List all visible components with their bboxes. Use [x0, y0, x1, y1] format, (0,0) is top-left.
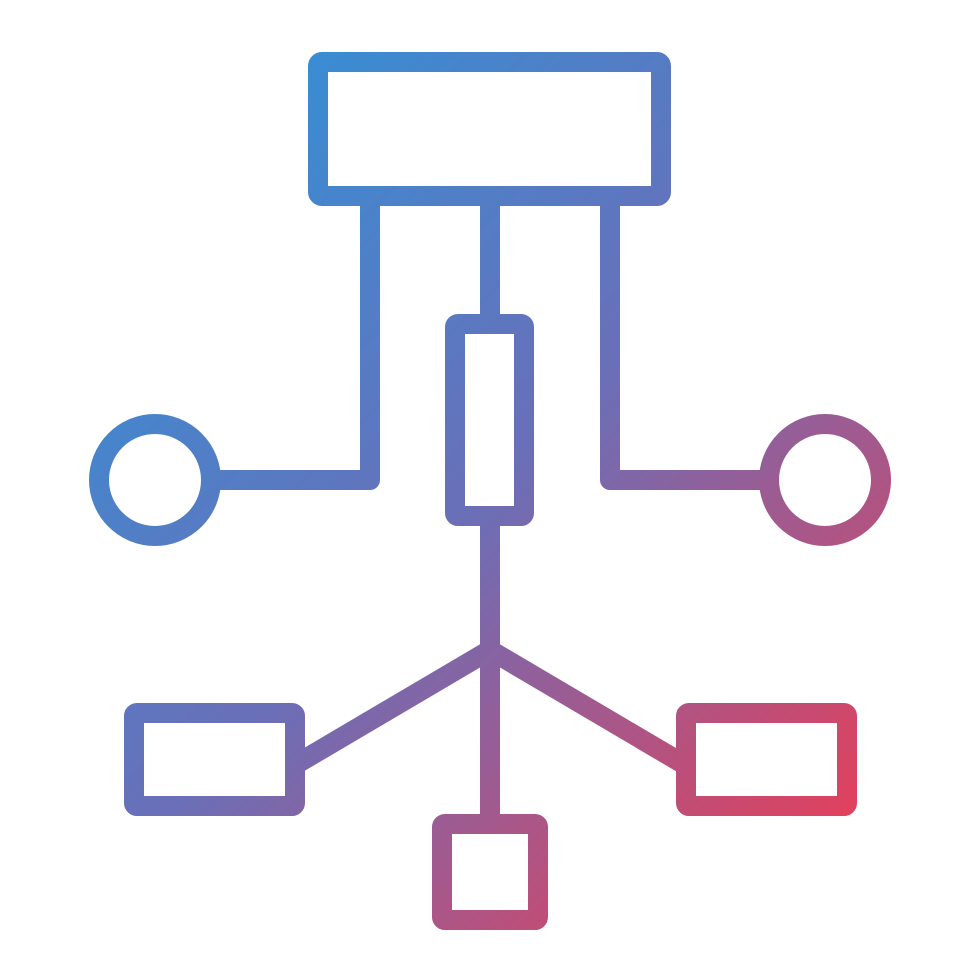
bottom-center-box: [432, 814, 548, 930]
right-circle: [759, 414, 891, 546]
top-box: [308, 52, 671, 206]
connector-junction-to-bottom-left-box: [290, 640, 500, 772]
connector-top-to-left-circle: [202, 186, 380, 490]
connector-junction-to-bottom-right-box: [480, 640, 690, 772]
center-box: [445, 314, 534, 526]
bottom-right-box: [676, 703, 857, 816]
left-circle: [89, 414, 221, 546]
bottom-left-box: [124, 703, 305, 816]
connector-top-to-right-circle: [600, 186, 778, 490]
